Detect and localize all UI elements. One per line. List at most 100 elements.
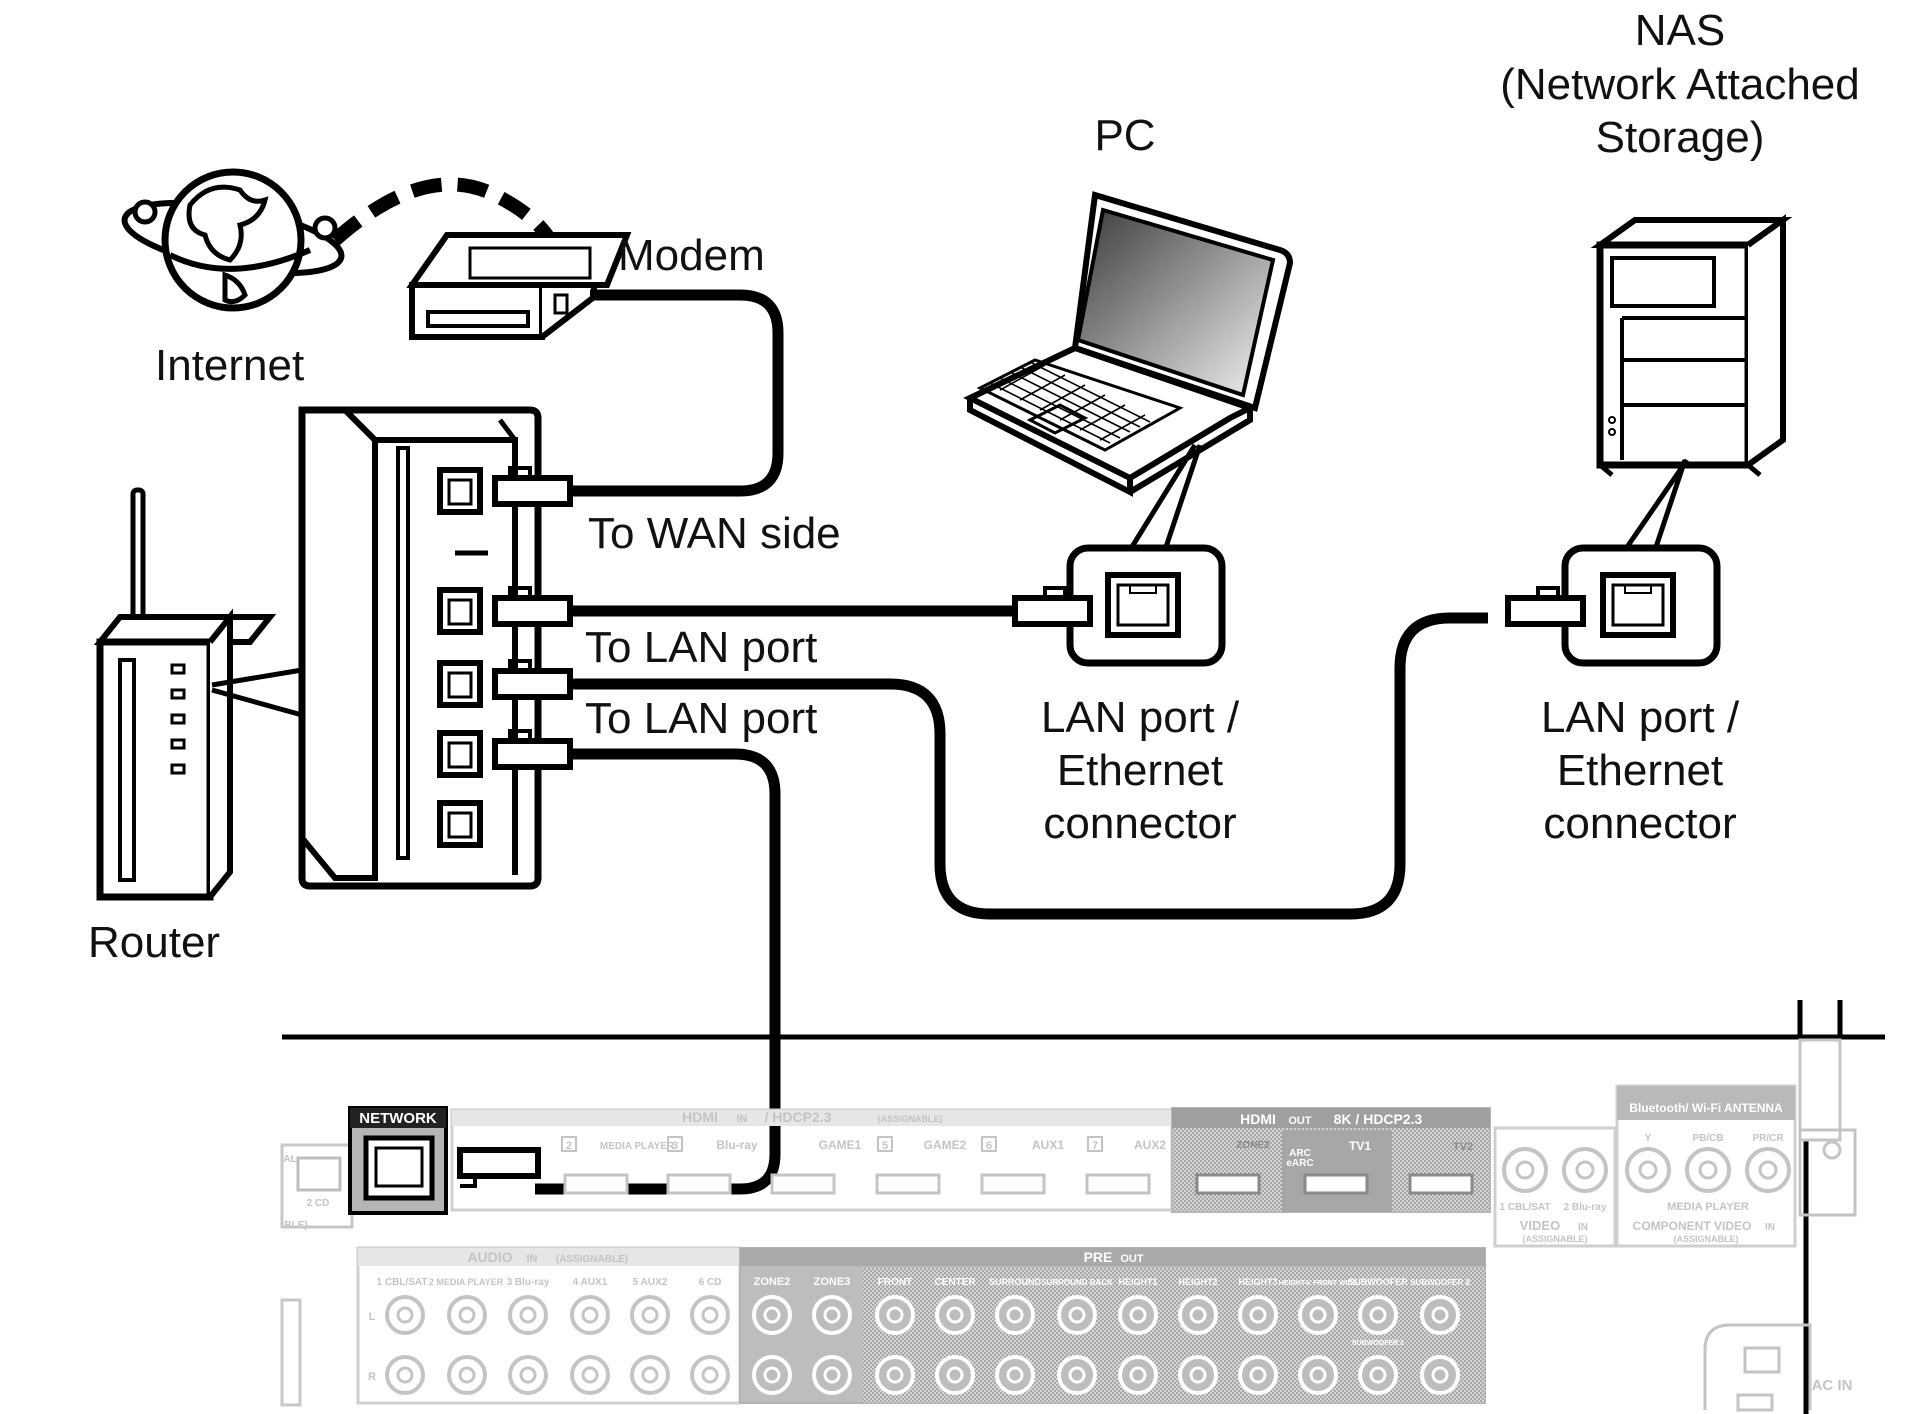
audio-in-jack (570, 1355, 610, 1395)
pre-height3: HEIGHT3 (1238, 1277, 1277, 1287)
component-assignable: (ASSIGNABLE) (1674, 1234, 1739, 1244)
pre-out-jack (1057, 1295, 1097, 1335)
hdmi-assignable-label: (ASSIGNABLE) (878, 1114, 943, 1124)
receiver-rear-panel (280, 1000, 1885, 1414)
hdmi-bluray: Blu-ray (716, 1138, 758, 1152)
nas-port-label-line2: Ethernet (1556, 746, 1724, 795)
pre-front: FRONT (878, 1277, 912, 1288)
pre-out-jack (875, 1355, 915, 1395)
pre-out-jack-center (763, 1306, 781, 1324)
component-video-label: COMPONENT VIDEO (1633, 1219, 1752, 1233)
bt-antenna-label: Bluetooth/ Wi-Fi ANTENNA (1629, 1101, 1783, 1115)
pre-label: PRE (1084, 1249, 1113, 1265)
audio-label: AUDIO (467, 1249, 512, 1265)
audio-in-jack-center (701, 1366, 719, 1384)
pc-laptop-icon (963, 191, 1294, 497)
pre-out-jack (935, 1355, 975, 1395)
pre-out-jack-center (1431, 1306, 1449, 1324)
internet-modem-dashed-link (330, 177, 557, 246)
pre-zone2: ZONE2 (754, 1276, 791, 1288)
hdcp-out-label: 8K / HDCP2.3 (1334, 1111, 1423, 1127)
hdmi-num-3: 3 (672, 1140, 678, 1152)
router-receiver-cable (535, 748, 781, 1195)
nas-label-line3: Storage) (1595, 113, 1765, 162)
audio-in-jack (385, 1295, 425, 1335)
component-y: Y (1645, 1133, 1652, 1144)
internet-label: Internet (155, 341, 305, 390)
pre-out-jack-center (946, 1306, 964, 1324)
audio-r: R (368, 1371, 376, 1383)
hdmi-aux1: AUX1 (1032, 1138, 1064, 1152)
pre-out-jack (1420, 1295, 1460, 1335)
modem-icon (406, 232, 632, 340)
router-lan-port-1 (437, 587, 483, 635)
pre-surround-back: SURROUND BACK (1041, 1278, 1113, 1287)
pre-out-jack-center (886, 1366, 904, 1384)
hdmi-game1: GAME1 (819, 1138, 862, 1152)
lan-plug-2 (492, 659, 573, 700)
pre-height4: HEIGHT4/ FRONT WIDE (1279, 1280, 1358, 1287)
audio-in-jack (690, 1355, 730, 1395)
nas-port-label-line3: connector (1543, 799, 1737, 848)
pre-out-jack (1118, 1295, 1158, 1335)
pc-plug (1012, 586, 1093, 627)
audio-in-jack-center (581, 1366, 599, 1384)
audio-in-jack-center (519, 1306, 537, 1324)
nas-plug (1505, 586, 1586, 627)
wan-plug (492, 466, 573, 507)
pre-out-jack (1298, 1295, 1338, 1335)
pre-out-jack (1420, 1355, 1460, 1395)
hdmi-in-label: HDMI (682, 1109, 718, 1125)
hdmi-tv1: TV1 (1349, 1139, 1371, 1153)
hdmi-num-2: 2 (566, 1140, 572, 1152)
lan-plug-1 (492, 586, 573, 627)
audio-in-jack (447, 1295, 487, 1335)
audio-in-jack-center (581, 1306, 599, 1324)
audio-in-jack (508, 1295, 548, 1335)
hdmi-out-label: HDMI (1240, 1111, 1276, 1127)
router-wan-port (437, 467, 483, 515)
pre-out-jack (1238, 1355, 1278, 1395)
video-assignable: (ASSIGNABLE) (1523, 1234, 1588, 1244)
audio-6: 6 CD (699, 1277, 722, 1288)
audio-in-jack (630, 1295, 670, 1335)
pre-out-jack-center (1369, 1366, 1387, 1384)
pre-out-jack-center (1189, 1366, 1207, 1384)
cd2-label: 2 CD (307, 1198, 330, 1209)
pc-port-label-line2: Ethernet (1056, 746, 1224, 795)
hdmi-num-5: 5 (882, 1140, 888, 1152)
audio-in-jack (690, 1295, 730, 1335)
pre-out-jack-center (1068, 1306, 1086, 1324)
audio-in-jack-center (519, 1366, 537, 1384)
audio-1: 1 CBL/SAT (377, 1277, 428, 1288)
pc-port-label-line1: LAN port / (1040, 693, 1240, 742)
pre-out-jack-center (1369, 1306, 1387, 1324)
to-lan-label-1: To LAN port (585, 623, 818, 672)
router-lan-port-2 (437, 660, 483, 708)
ac-in-label: AC IN (1812, 1377, 1853, 1394)
modem-wan-cable (568, 289, 784, 497)
nas-label-line1: NAS (1634, 6, 1726, 55)
audio-in-jack (630, 1355, 670, 1395)
pre-out-jack-center (1249, 1306, 1267, 1324)
pre-out-jack (1057, 1355, 1097, 1395)
hdcp-in-label: / HDCP2.3 (765, 1109, 832, 1125)
pre-out-jack (812, 1295, 852, 1335)
pre-surround: SURROUND (989, 1277, 1042, 1287)
router-lan-port-4 (437, 800, 483, 848)
pre-out-jack-center (1309, 1306, 1327, 1324)
router-callout (211, 667, 303, 718)
pre-out-jack (812, 1355, 852, 1395)
pre-out-jack-center (946, 1366, 964, 1384)
pre-out-jack-center (823, 1306, 841, 1324)
audio-in-jack (570, 1295, 610, 1335)
hdmi-aux2: AUX2 (1134, 1138, 1166, 1152)
hdmi-media-player: MEDIA PLAYER (600, 1141, 675, 1152)
pre-center: CENTER (934, 1277, 976, 1288)
al-label: AL (283, 1154, 296, 1165)
pre-out-jack-center (1068, 1366, 1086, 1384)
audio-tag: IN (527, 1253, 538, 1265)
to-lan-label-2: To LAN port (585, 694, 818, 743)
video-cbl-sat: 1 CBL/SAT (1500, 1202, 1551, 1213)
pre-out-jack-center (1129, 1306, 1147, 1324)
